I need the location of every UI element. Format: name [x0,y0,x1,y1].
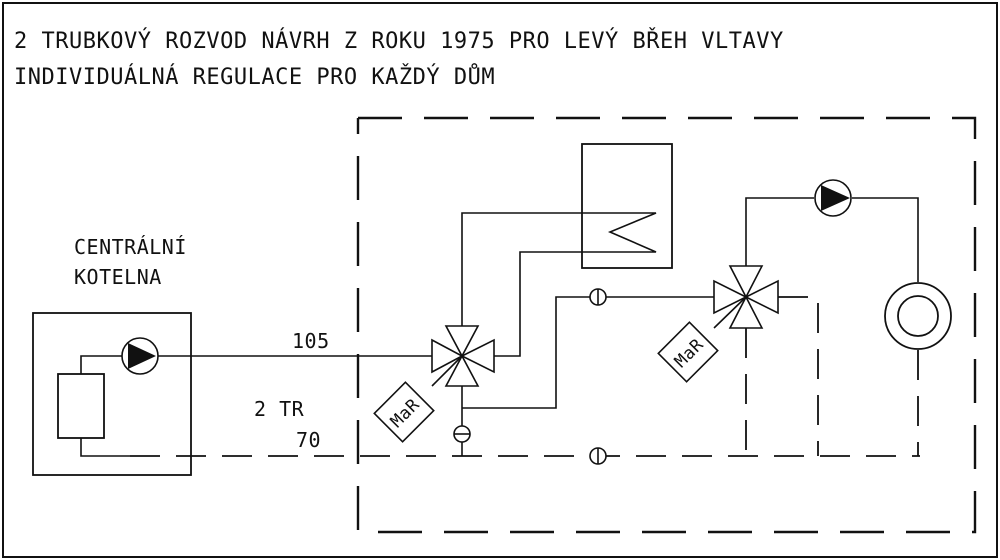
secondary-connection-pipe [462,296,714,409]
boiler-label-2: KOTELNA [74,265,162,289]
title-line-1: 2 TRUBKOVÝ ROZVOD NÁVRH Z ROKU 1975 PRO … [14,28,784,54]
controller-1-link [431,355,463,387]
valve-2-bypass-pipe [778,296,819,456]
boiler-room-box [32,312,192,476]
three-way-valve-2-icon [713,265,779,329]
controller-2-link [713,296,747,329]
check-valve-3-icon [589,447,607,465]
boiler-supply-stub [80,355,122,374]
boiler-label-1: CENTRÁLNÍ [74,235,187,259]
heat-consumer-icon [884,282,952,350]
three-way-valve-1-icon [431,325,495,387]
title-line-2: INDIVIDUÁLNÁ REGULACE PRO KAŽDÝ DŮM [14,63,495,90]
radiator-supply-pipe [745,197,814,266]
boiler-return-stub [80,438,130,457]
tank-supply-pipe [461,212,582,337]
tank-return-pipe [494,251,582,357]
check-valve-2-icon [589,288,607,306]
tank-heat-exchanger [582,212,657,253]
supply-temperature: 105 [292,329,330,353]
check-valve-1-icon [453,425,471,443]
controller-2: MaR [657,321,719,383]
house-boundary [356,116,977,534]
central-pump-icon [121,337,159,375]
pipe-type-label: 2 TR [254,397,305,421]
radiator-supply-pipe-2 [852,197,919,282]
circulation-pump-icon [814,179,852,217]
hot-water-tank [581,143,673,269]
boiler-unit [57,373,105,439]
controller-1: MaR [373,381,435,443]
return-temperature: 70 [296,428,321,452]
